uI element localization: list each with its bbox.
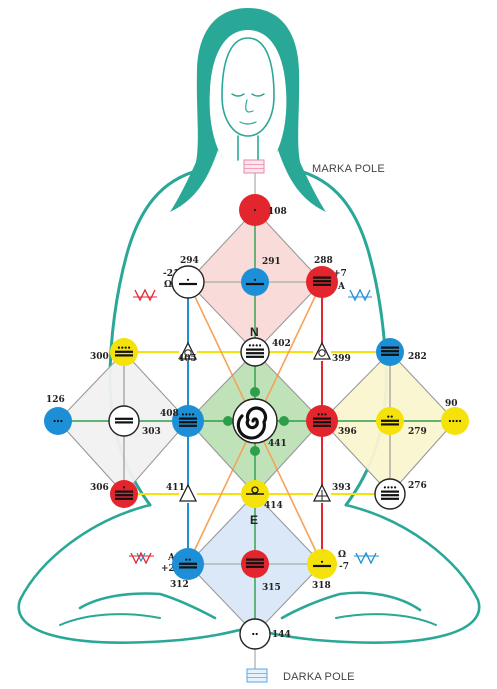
figure-foot-right [336, 614, 436, 625]
kin-node-disc [110, 480, 138, 508]
darka-pole-label: DARKA POLE [283, 671, 355, 683]
kin-glyph-icon [313, 277, 331, 286]
kin-glyph-icon [254, 209, 256, 211]
side-mark-upper-right-letter: A [337, 282, 346, 292]
side-mark-upper-left-letter: Ω [164, 280, 172, 290]
kin-node-disc [441, 407, 469, 435]
darka-pole-icon [247, 669, 267, 682]
figure-neck [238, 136, 258, 160]
kin-glyph-icon [381, 347, 399, 356]
symbol-label: 399 [332, 354, 351, 364]
darka-pole: DARKA POLE [247, 669, 355, 683]
kin-node-144: 144 [240, 619, 291, 649]
side-mark-lower-right-value: -7 [339, 562, 349, 572]
kin-node-276: 276 [375, 479, 427, 509]
kin-node-318: 318 [307, 549, 337, 591]
symbol-405: 405 [178, 343, 197, 364]
green-dot-bottom [250, 446, 260, 456]
direction-east: E [250, 513, 258, 527]
kin-node-label: 300 [90, 352, 109, 362]
marka-pole: MARKA POLE [244, 160, 385, 175]
wave-mark-upper-right [350, 290, 370, 300]
figure-foot-left [60, 614, 160, 625]
kin-node-label: 441 [268, 439, 287, 449]
marka-pole-label: MARKA POLE [312, 163, 385, 175]
kin-node-disc [307, 549, 337, 579]
kin-node-90: 90 [441, 399, 469, 435]
symbol-399: 399 [313, 343, 351, 364]
kin-node-282: 282 [376, 338, 427, 366]
symbol-label: 411 [166, 483, 185, 493]
kin-node-disc [240, 619, 270, 649]
kin-node-108: 108 [239, 194, 287, 226]
kin-node-label: 402 [272, 339, 291, 349]
kin-node-label: 144 [272, 630, 291, 640]
kin-node-disc [306, 405, 338, 437]
direction-north: N [250, 325, 259, 339]
kin-node-label: 279 [408, 427, 427, 437]
kin-node-label: 276 [408, 481, 427, 491]
kin-node-288: 288 [306, 256, 338, 298]
symbol-label: 393 [332, 483, 351, 493]
wave-mark-lower-right [356, 553, 376, 563]
kin-node-126: 126 [44, 395, 72, 435]
kin-node-label: 408 [160, 409, 179, 419]
kin-node-label: 90 [445, 399, 458, 409]
kin-node-label: 306 [90, 483, 109, 493]
kin-node-306: 306 [90, 480, 138, 508]
kin-node-312: 312 [170, 548, 204, 590]
kin-node-label: 126 [46, 395, 65, 405]
green-dot-right [279, 416, 289, 426]
kin-node-label: 312 [170, 580, 189, 590]
kin-node-label: 291 [262, 257, 281, 267]
green-dot-top [250, 387, 260, 397]
kin-node-disc [172, 266, 204, 298]
kin-glyph-icon [54, 420, 63, 422]
kin-node-label: 414 [264, 501, 283, 511]
kin-glyph-icon [246, 559, 264, 568]
green-dot-left [223, 416, 233, 426]
kin-node-label: 108 [268, 207, 287, 217]
kin-node-label: 288 [314, 256, 333, 266]
kin-node-label: 315 [262, 583, 281, 593]
kin-node-disc [241, 268, 269, 296]
kin-node-disc [241, 338, 269, 366]
kin-node-disc [375, 479, 405, 509]
figure-eye-right [252, 94, 264, 96]
symbol-label: 405 [178, 354, 197, 364]
wave-mark-upper-left [135, 290, 155, 300]
kin-node-294: 294 [172, 256, 204, 298]
figure-face [222, 38, 274, 136]
kin-node-label: 318 [312, 581, 331, 591]
side-mark-lower-right-letter: Ω [338, 550, 346, 560]
figure-nose [246, 100, 253, 112]
kin-node-label: 396 [338, 427, 357, 437]
kin-node-label: 294 [180, 256, 199, 266]
figure-mouth [240, 122, 256, 124]
kin-node-disc [109, 406, 139, 436]
figure-eye-left [232, 94, 244, 96]
kin-node-label: 282 [408, 352, 427, 362]
marka-pole-icon [244, 160, 264, 173]
kin-node-label: 303 [142, 427, 161, 437]
